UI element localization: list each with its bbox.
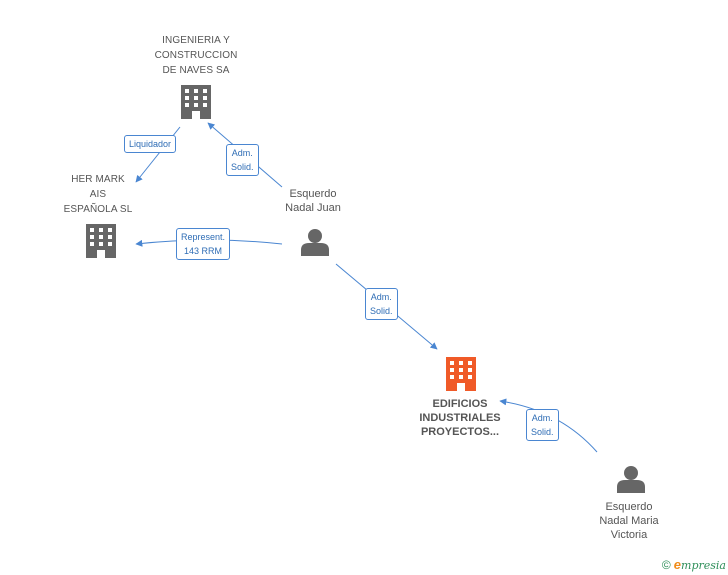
- edge-label-adm-solid[interactable]: Adm. Solid.: [526, 409, 559, 441]
- node-label-line: PROYECTOS...: [420, 426, 500, 438]
- edge-label-liquidador[interactable]: Liquidador: [124, 135, 177, 153]
- edge-label-line: Solid.: [231, 162, 254, 172]
- node-label-line: Nadal Juan: [285, 202, 341, 214]
- person-icon[interactable]: [617, 466, 645, 493]
- node-label-line: INDUSTRIALES: [419, 412, 501, 424]
- edge-label-line: Adm.: [231, 148, 253, 158]
- edge-label-adm-solid[interactable]: Adm. Solid.: [365, 288, 398, 320]
- node-label-line: Esquerdo: [289, 188, 337, 200]
- node-label-line: Nadal Maria: [599, 515, 659, 527]
- person-icon[interactable]: [301, 229, 329, 256]
- edge-label-line: Represent.: [181, 232, 226, 242]
- building-icon[interactable]: [181, 85, 211, 119]
- edge-label-line: Adm.: [531, 413, 553, 423]
- node-label-line: CONSTRUCCION: [154, 50, 238, 61]
- node-label-line: AIS: [89, 189, 107, 200]
- edge-label-line: Adm.: [370, 292, 392, 302]
- node-label-edificios[interactable]: EDIFICIOS INDUSTRIALES PROYECTOS...: [405, 397, 515, 439]
- node-label-line: Esquerdo: [605, 501, 653, 513]
- node-label-ingenieria[interactable]: INGENIERIA Y CONSTRUCCION DE NAVES SA: [140, 33, 252, 78]
- edge-label-line: Solid.: [370, 306, 393, 316]
- node-label-hermark[interactable]: HER MARK AIS ESPAÑOLA SL: [48, 172, 148, 217]
- edge-label-line: 143 RRM: [184, 246, 223, 256]
- building-icon[interactable]: [86, 224, 116, 258]
- node-label-line: EDIFICIOS: [432, 398, 488, 410]
- edge-label-adm-solid[interactable]: Adm. Solid.: [226, 144, 259, 176]
- footer-brand: © empresia: [662, 557, 726, 572]
- brand-logo-text: mpresia: [681, 559, 726, 572]
- node-label-line: ESPAÑOLA SL: [63, 204, 133, 215]
- brand-logo-e: e: [673, 557, 682, 572]
- node-label-line: INGENIERIA Y: [162, 35, 230, 46]
- building-icon[interactable]: [446, 357, 476, 391]
- node-label-line: HER MARK: [71, 174, 125, 185]
- node-label-juan[interactable]: Esquerdo Nadal Juan: [268, 187, 358, 215]
- node-label-line: DE NAVES SA: [162, 65, 230, 76]
- edge-label-represent[interactable]: Represent. 143 RRM: [176, 228, 231, 260]
- copyright-symbol: ©: [661, 558, 671, 572]
- edge-label-line: Solid.: [531, 427, 554, 437]
- edge-label-line: Liquidador: [129, 139, 172, 149]
- node-label-line: Victoria: [610, 529, 648, 541]
- node-label-maria[interactable]: Esquerdo Nadal Maria Victoria: [584, 500, 674, 542]
